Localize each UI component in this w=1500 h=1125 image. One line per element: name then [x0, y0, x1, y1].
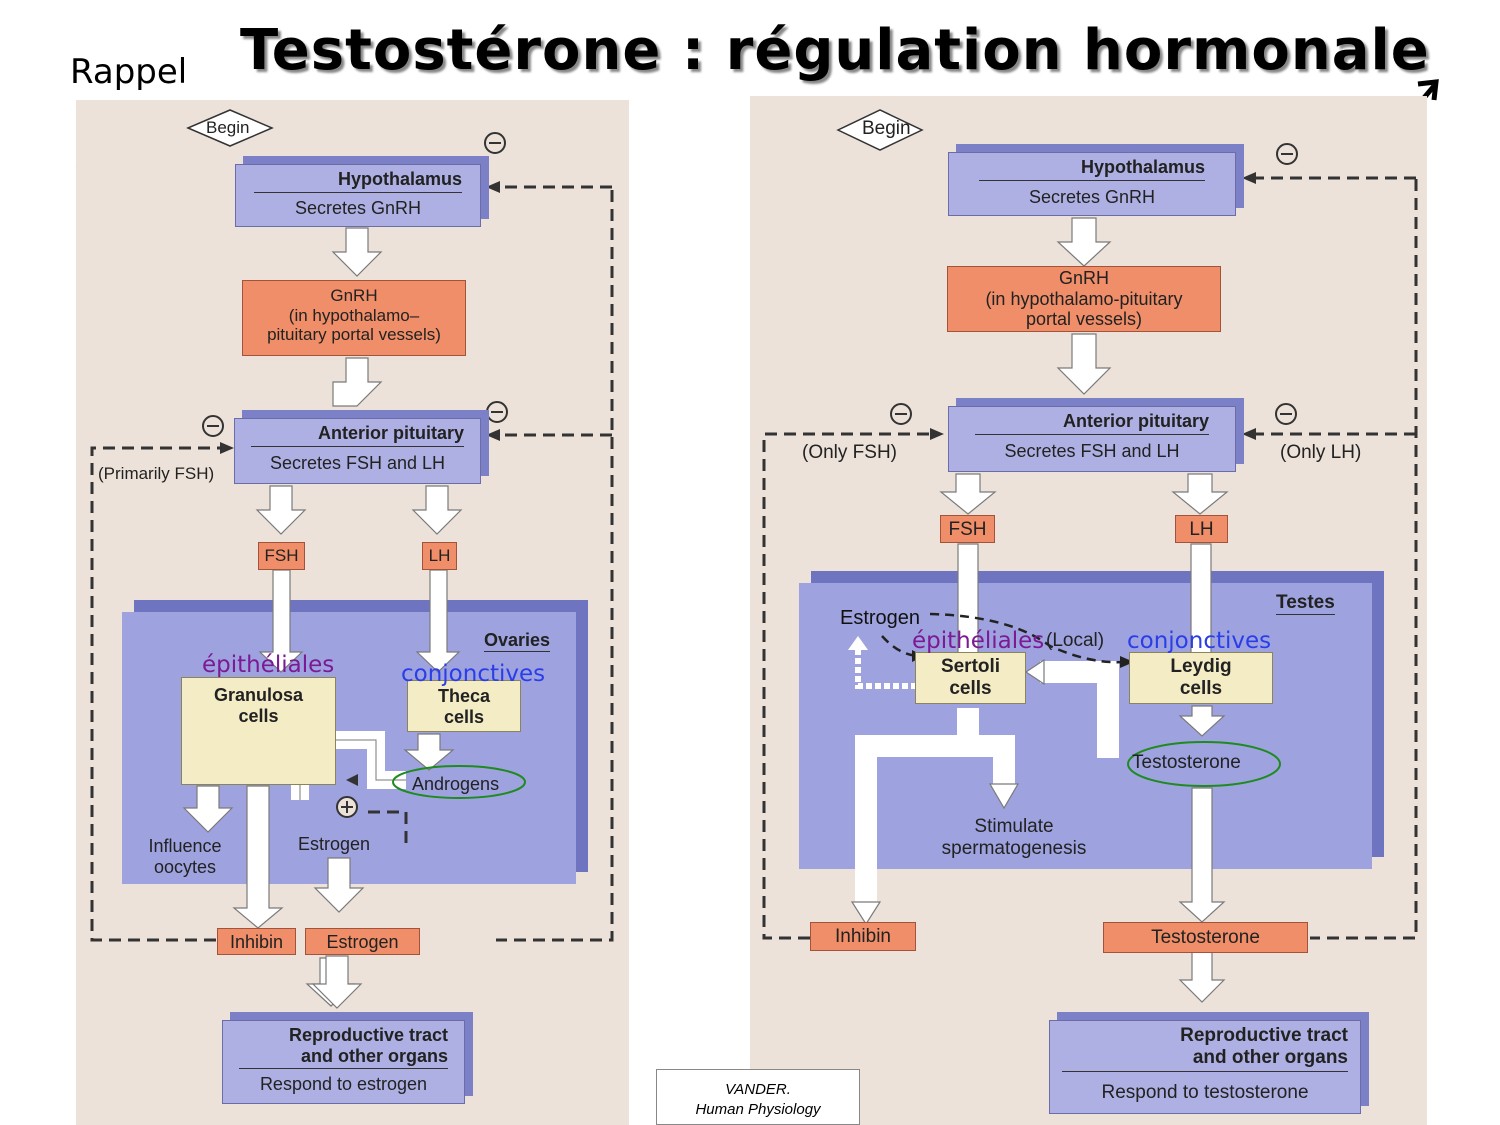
male-pituitary-title: Anterior pituitary — [975, 411, 1209, 435]
minus-circle-icon — [202, 132, 508, 437]
male-estrogen-label: Estrogen — [840, 607, 921, 629]
male-pituitary-sub: Secretes FSH and LH — [1004, 440, 1180, 461]
female-pituitary-sub: Secretes FSH and LH — [269, 452, 446, 473]
male-hypothalamus-box: Hypothalamus Secretes GnRH — [948, 152, 1236, 216]
male-gnrh-line2: (in hypothalamo-pituitary — [985, 288, 1183, 309]
theca-line2: cells — [443, 706, 485, 727]
female-repro-box: Reproductive tract and other organs Resp… — [222, 1020, 465, 1104]
male-gnrh-line3: portal vessels) — [1025, 309, 1143, 330]
female-gnrh-line3: pituitary portal vessels) — [267, 325, 441, 345]
male-repro-box: Reproductive tract and other organs Resp… — [1049, 1020, 1361, 1114]
male-only-lh: (Only LH) — [1280, 442, 1362, 463]
granulosa-cells-box: Granulosa cells — [181, 677, 336, 785]
female-estrogen-box: Estrogen — [305, 928, 420, 955]
leydig-line2: cells — [1179, 677, 1223, 699]
female-gnrh-line2: (in hypothalamo– — [288, 305, 420, 325]
granulosa-line2: cells — [238, 705, 279, 726]
female-repro-line1: Reproductive tract — [288, 1025, 448, 1045]
female-conjonctives-label: conjonctives — [401, 661, 546, 687]
female-estrogen-down-arrow — [312, 955, 363, 1009]
female-pituitary-box: Anterior pituitary Secretes FSH and LH — [234, 418, 481, 484]
influence-line2: oocytes — [153, 856, 217, 877]
page-title: Testostérone : régulation hormonale — [240, 18, 1430, 83]
citation-line2: Human Physiology — [695, 1100, 821, 1118]
sertoli-line1: Sertoli — [940, 656, 1001, 677]
female-begin-label: Begin — [206, 118, 250, 137]
male-epitheliales-label: épithéliales — [912, 628, 1045, 654]
stimulate-line2: spermatogenesis — [941, 837, 1087, 859]
female-hypothalamus-title: Hypothalamus — [254, 169, 462, 193]
sertoli-line2: cells — [949, 677, 992, 699]
male-pituitary-box: Anterior pituitary Secretes FSH and LH — [948, 406, 1236, 472]
female-repro-sub: Respond to estrogen — [259, 1074, 428, 1095]
male-only-fsh: (Only FSH) — [802, 442, 897, 463]
female-pituitary-title: Anterior pituitary — [251, 423, 464, 447]
rappel-label: Rappel — [70, 52, 188, 92]
male-hypothalamus-title: Hypothalamus — [979, 157, 1205, 181]
female-ovaries-label: Ovaries — [484, 630, 551, 652]
female-estrogen-inner-label: Estrogen — [298, 834, 371, 854]
female-androgens-label: Androgens — [412, 774, 500, 794]
plus-circle-icon — [336, 796, 358, 818]
female-fsh-box: FSH — [258, 542, 305, 570]
citation-line1: VANDER. — [725, 1081, 791, 1098]
female-primarily-fsh: (Primarily FSH) — [98, 464, 215, 483]
male-gnrh-line1: GnRH — [1058, 268, 1109, 288]
testes-box — [799, 583, 1372, 869]
male-repro-line2: and other organs — [1062, 1047, 1348, 1072]
stimulate-line1: Stimulate — [974, 816, 1054, 837]
female-gnrh-line1: GnRH — [330, 286, 378, 305]
leydig-line1: Leydig — [1170, 656, 1232, 677]
male-testosterone-inner-label: Testosterone — [1132, 752, 1241, 773]
female-hypothalamus-sub: Secretes GnRH — [294, 197, 422, 218]
female-lh-box: LH — [422, 542, 457, 570]
influence-oocytes-label: Influence oocytes — [144, 836, 226, 877]
male-begin-label: Begin — [862, 118, 911, 139]
male-local-label: (Local) — [1046, 630, 1105, 651]
stimulate-spermatogenesis-label: Stimulate spermatogenesis — [914, 816, 1114, 860]
female-gnrh-box: GnRH (in hypothalamo– pituitary portal v… — [242, 280, 466, 356]
testes-label: Testes — [1276, 592, 1335, 615]
male-conjonctives-label: conjonctives — [1127, 628, 1272, 654]
theca-line1: Theca — [437, 686, 491, 706]
influence-line1: Influence — [148, 836, 222, 856]
citation-box: VANDER. Human Physiology — [656, 1069, 860, 1125]
leydig-cells-box: Leydig cells — [1129, 652, 1273, 704]
male-repro-line1: Reproductive tract — [1180, 1025, 1348, 1046]
male-inhibin-box: Inhibin — [810, 922, 916, 951]
female-inhibin-box: Inhibin — [217, 928, 296, 955]
female-repro-line2: and other organs — [239, 1046, 448, 1070]
male-hypothalamus-sub: Secretes GnRH — [1028, 186, 1156, 207]
female-hypothalamus-box: Hypothalamus Secretes GnRH — [235, 164, 481, 227]
female-arrows — [90, 109, 614, 1007]
sertoli-cells-box: Sertoli cells — [915, 652, 1026, 704]
male-repro-sub: Respond to testosterone — [1101, 1081, 1309, 1103]
male-testosterone-box: Testosterone — [1103, 922, 1308, 953]
granulosa-line1: Granulosa — [213, 685, 304, 705]
theca-cells-box: Theca cells — [407, 680, 521, 732]
male-lh-box: LH — [1175, 515, 1228, 543]
male-fsh-box: FSH — [940, 515, 995, 543]
male-gnrh-box: GnRH (in hypothalamo-pituitary portal ve… — [947, 266, 1221, 332]
female-epitheliales-label: épithéliales — [202, 652, 335, 678]
